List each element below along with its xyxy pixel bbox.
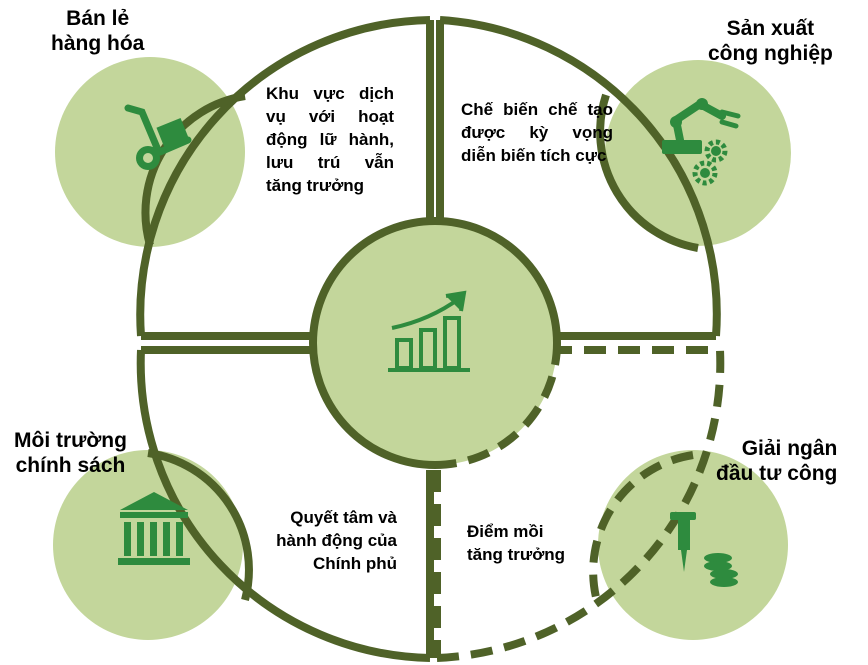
quadrant-text-government-line3: Chính phủ — [312, 554, 397, 573]
robot-arm-gears-icon — [662, 98, 741, 186]
center-ring-left — [309, 217, 436, 469]
hand-truck-icon — [124, 104, 192, 170]
quadrant-text-government-line1: Quyết tâm và — [290, 508, 397, 527]
outer-arc-bottom-left — [136, 349, 431, 662]
jackhammer-coins-icon — [670, 512, 738, 587]
growth-chart-icon — [388, 290, 470, 372]
quadrant-text-growth-trigger: Điểm mồi tăng trưởng — [467, 520, 607, 566]
quadrant-text-manufacturing: Chế biến chế tạo được kỳ vọng diễn biến … — [461, 100, 613, 165]
title-industry-line2: công nghiệp — [708, 42, 833, 65]
title-policy: Môi trường chính sách — [14, 428, 127, 478]
quadrant-text-government: Quyết tâm và hành động của Chính phủ — [240, 506, 397, 575]
quadrant-text-services: Khu vực dịch vụ với hoạt động lữ hành, l… — [266, 84, 394, 195]
title-policy-line2: chính sách — [15, 454, 126, 477]
title-policy-line1: Môi trường — [14, 429, 127, 452]
outer-arc-bottom-right — [436, 349, 725, 662]
title-industry-line1: Sản xuất — [726, 17, 815, 40]
inner-arc-bottom-left — [147, 449, 253, 602]
government-building-icon — [118, 492, 190, 565]
outer-arc-top-left — [136, 16, 431, 337]
title-public-investment: Giải ngân đầu tư công — [716, 436, 837, 486]
center-ring-top-right — [434, 217, 561, 344]
title-retail-line1: Bán lẻ — [66, 7, 130, 30]
outer-arc-top-right — [439, 16, 721, 337]
title-public-investment-line2: đầu tư công — [716, 462, 838, 485]
title-public-investment-line1: Giải ngân — [741, 437, 838, 460]
quadrant-text-growth-trigger-line2: tăng trưởng — [467, 545, 566, 564]
quadrant-text-government-line2: hành động của — [276, 531, 397, 550]
inner-arc-top-right — [596, 93, 699, 252]
title-retail: Bán lẻ hàng hóa — [51, 6, 144, 56]
title-retail-line2: hàng hóa — [51, 32, 145, 55]
bottom-right-circle — [598, 450, 788, 640]
title-industry: Sản xuất công nghiệp — [708, 16, 833, 66]
quadrant-text-growth-trigger-line1: Điểm mồi — [467, 522, 544, 541]
inner-arc-bottom-right — [589, 451, 694, 607]
bottom-left-circle — [53, 450, 243, 640]
